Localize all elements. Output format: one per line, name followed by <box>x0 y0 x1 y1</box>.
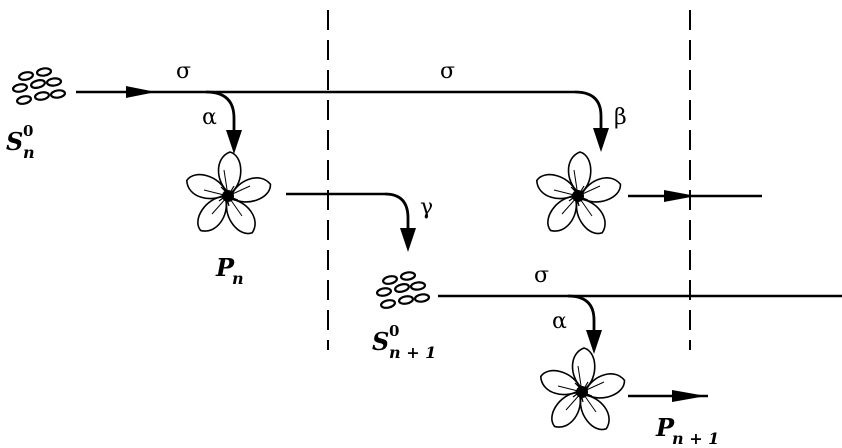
label-alpha-bottom: α <box>552 309 567 334</box>
svg-text:n + 1: n + 1 <box>672 429 719 448</box>
svg-text:S: S <box>372 327 389 356</box>
label-plant-n1: P n + 1 <box>655 413 719 448</box>
plant-from-seed-bank-flower-icon <box>532 151 625 240</box>
curve-alpha-top <box>205 90 236 130</box>
arrowhead-plant-output-top <box>664 190 696 202</box>
svg-text:P: P <box>655 413 675 442</box>
label-sigma-top-right: σ <box>440 59 455 84</box>
arrowhead-beta <box>593 128 609 152</box>
label-alpha-top: α <box>202 105 217 130</box>
svg-text:n: n <box>23 143 35 162</box>
arrowhead-plant-output-bottom <box>672 390 706 402</box>
svg-text:0: 0 <box>23 122 33 140</box>
svg-text:0: 0 <box>389 322 399 340</box>
arrowhead-alpha-top <box>226 130 242 154</box>
svg-text:n + 1: n + 1 <box>389 343 436 362</box>
arrowhead-top <box>126 86 156 98</box>
seed-bank-n-icon <box>11 66 67 107</box>
label-seed-bank-n1: S 0 n + 1 <box>372 322 436 362</box>
label-sigma-top-left: σ <box>176 59 191 84</box>
plant-n1-flower-icon <box>536 347 629 436</box>
svg-text:S: S <box>6 127 23 156</box>
seed-bank-n1-icon <box>375 270 431 311</box>
label-sigma-bottom: σ <box>534 263 549 288</box>
label-seed-bank-n: S 0 n <box>6 122 35 162</box>
curve-gamma <box>384 192 410 228</box>
curve-alpha-bottom <box>567 294 596 330</box>
arrowhead-gamma <box>400 228 416 252</box>
label-plant-n: P n <box>215 253 244 288</box>
svg-text:n: n <box>232 269 244 288</box>
svg-text:P: P <box>215 253 235 282</box>
curve-beta <box>574 90 603 128</box>
plant-n-flower-icon <box>182 151 275 240</box>
label-beta: β <box>614 105 627 130</box>
arrowhead-alpha-bottom <box>586 330 602 354</box>
label-gamma: γ <box>420 195 433 220</box>
